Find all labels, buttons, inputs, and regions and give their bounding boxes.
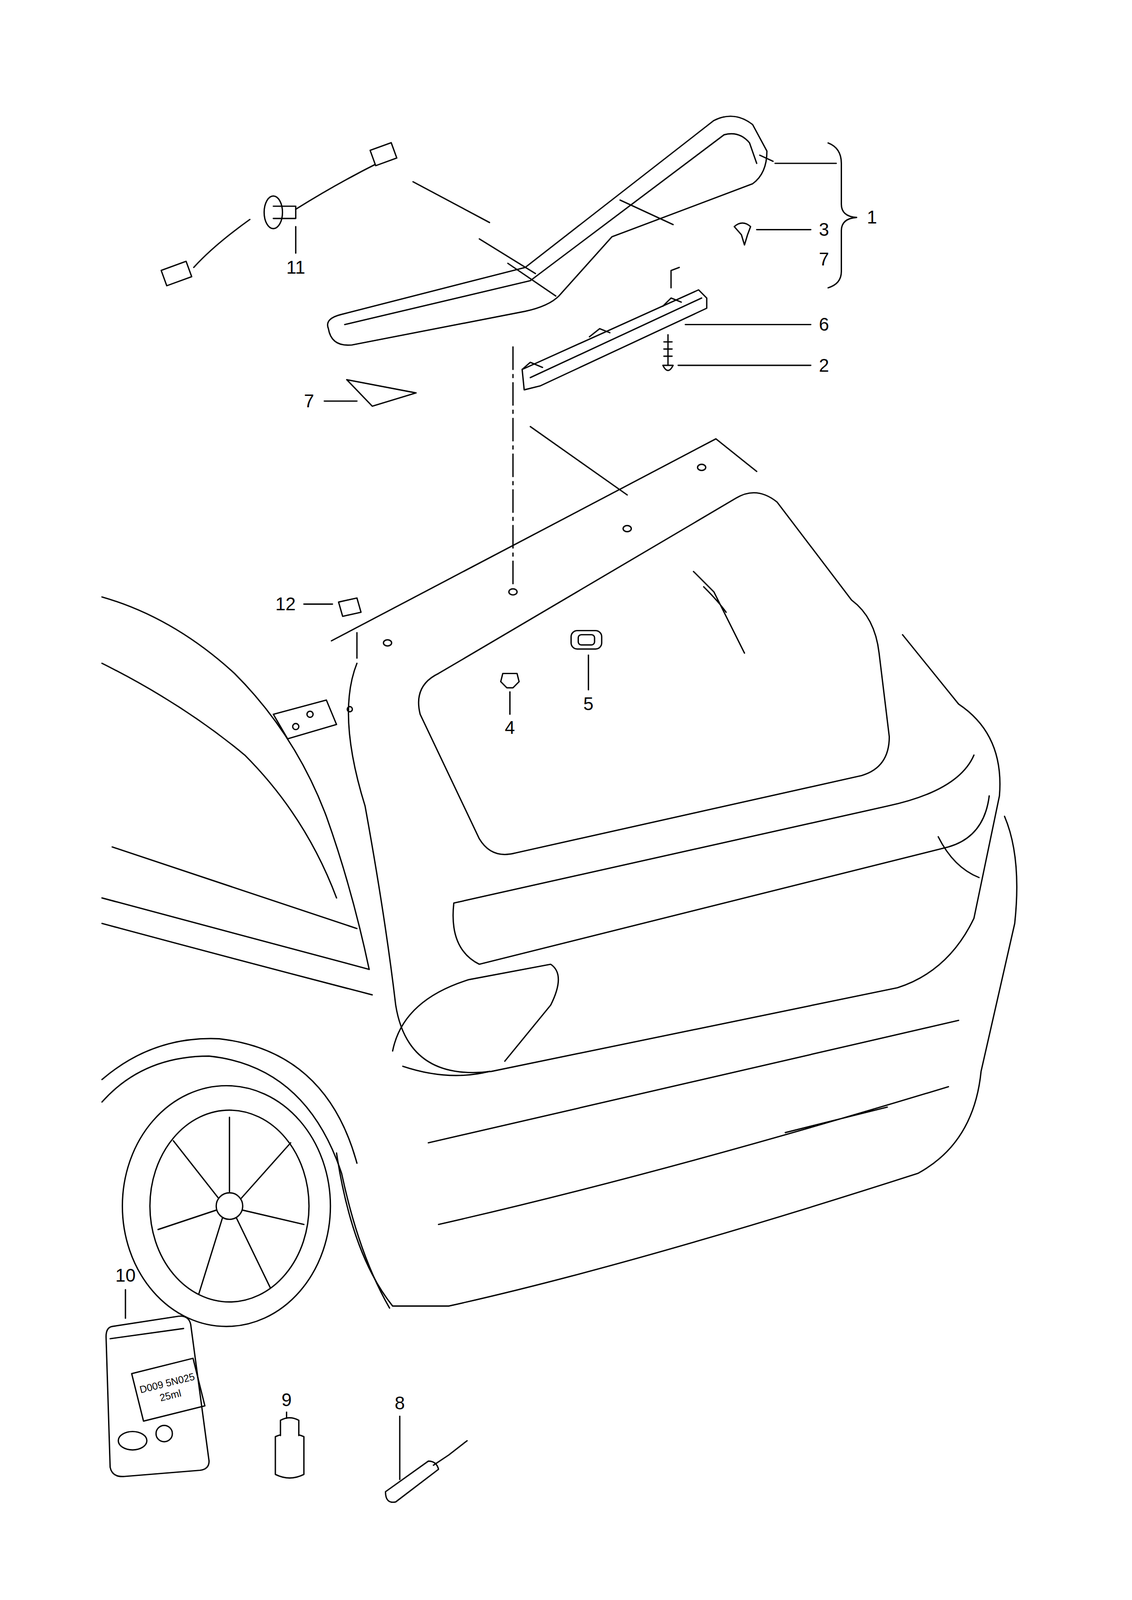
bottle-cap: [280, 1416, 299, 1435]
grommet-body: [273, 206, 296, 219]
callout-number: 6: [818, 315, 829, 334]
rim: [149, 1109, 310, 1302]
clip-nut: [500, 673, 519, 688]
leader-3: [756, 228, 812, 231]
callout-number: 4: [504, 718, 515, 737]
callout-number: 2: [818, 356, 829, 375]
callout-number: 11: [286, 258, 306, 277]
callout-number: 7: [304, 391, 315, 410]
hole: [292, 723, 299, 729]
bumper: [336, 816, 1017, 1306]
body-side: [102, 596, 370, 969]
rear-glass: [418, 492, 890, 854]
packet-label: [131, 1357, 206, 1421]
leader-6: [685, 323, 811, 326]
packet-mark: [155, 1424, 173, 1442]
packet-top: [110, 1328, 184, 1339]
callout-number: 3: [818, 220, 829, 239]
bracket: [827, 142, 857, 288]
tyre: [122, 1085, 331, 1326]
clip: [734, 222, 751, 245]
leader-9: [285, 1411, 288, 1418]
rear-light-right: [938, 836, 979, 878]
leader-12: [304, 603, 333, 605]
light-recess: [273, 699, 337, 739]
tailgate-lower: [453, 754, 990, 965]
packet: [106, 1315, 210, 1477]
spoiler-lip: [759, 155, 837, 164]
leader-5: [587, 654, 590, 690]
triangle-trim: [346, 379, 417, 406]
rear-light: [392, 963, 559, 1076]
leader-2: [678, 364, 812, 367]
hole: [697, 464, 706, 471]
axis-line: [512, 346, 514, 587]
tube: [385, 1460, 439, 1502]
hole: [508, 588, 517, 595]
tailgate: [348, 634, 1000, 1073]
grommet: [263, 196, 283, 229]
spoiler-seams: [413, 181, 673, 296]
glass-inner: [693, 571, 745, 653]
pad: [338, 597, 362, 616]
plug-inner: [578, 634, 595, 645]
side-lines: [102, 846, 373, 995]
wiring: [193, 163, 378, 268]
brake-light-tabs: [522, 267, 702, 378]
callout-number: 10: [115, 1265, 136, 1284]
callout-number: 9: [281, 1390, 292, 1409]
leader-4: [509, 691, 511, 714]
leader-11: [294, 226, 297, 254]
callout-number: 5: [583, 694, 594, 713]
callout-number: 8: [394, 1393, 405, 1412]
leader-10: [124, 1289, 127, 1319]
plug: [571, 630, 602, 649]
hub: [216, 1192, 243, 1219]
hole: [383, 639, 392, 646]
callout-number: 12: [275, 594, 296, 613]
bottle: [275, 1432, 305, 1478]
bumper-line: [428, 1019, 959, 1224]
hole: [623, 525, 632, 532]
tube-nozzle: [433, 1440, 468, 1465]
connector: [370, 142, 397, 166]
callout-number: 7: [818, 249, 829, 269]
packet-mark: [118, 1431, 147, 1450]
leader-8: [398, 1415, 401, 1479]
spokes: [158, 1116, 305, 1294]
wheel-arch: [102, 1038, 390, 1308]
brake-light: [522, 289, 707, 390]
hole: [306, 710, 313, 717]
roof-edge: [331, 426, 757, 658]
hole: [347, 706, 353, 712]
leader-7: [324, 400, 357, 402]
callout-number: 1: [866, 207, 877, 227]
connector: [161, 261, 192, 286]
screw: [662, 334, 673, 371]
